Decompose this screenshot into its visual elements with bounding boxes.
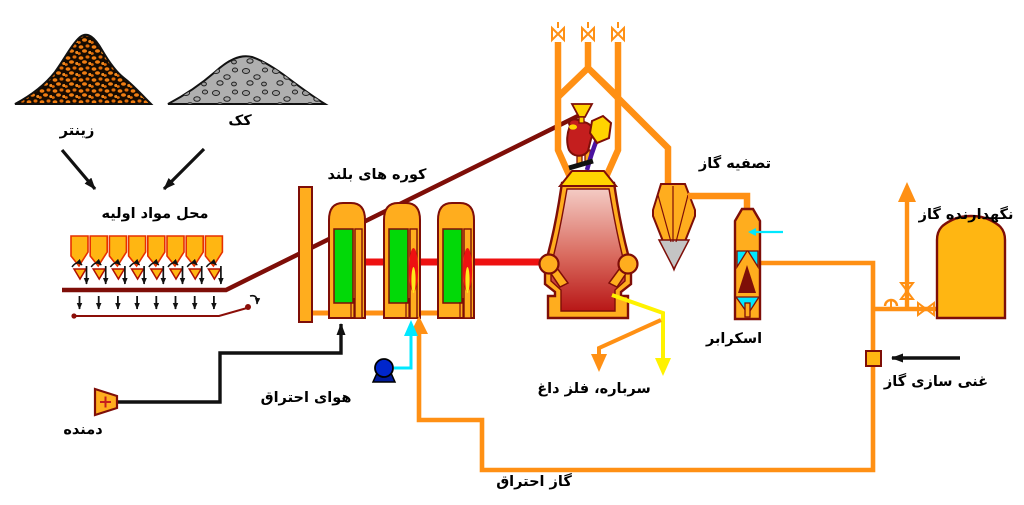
coke-pile: [167, 55, 329, 105]
charge-mound: [557, 170, 619, 187]
charge-funnel: [570, 103, 594, 118]
scrubber-vessel: [733, 207, 783, 321]
stove-stack: [298, 186, 313, 323]
blower-symbol: [93, 387, 119, 417]
gas-holder-section: [865, 182, 1007, 367]
pressure-gauge: [883, 298, 899, 308]
label-blower: دمنده: [63, 422, 103, 438]
hot-blast-stoves: [298, 186, 475, 323]
combustion-gas-loop: [410, 260, 876, 473]
gas-holder-vessel: [935, 214, 1007, 320]
water-spray-line: [748, 228, 783, 236]
combustion-air-line: [117, 323, 346, 404]
sinter-pile: [14, 33, 154, 105]
stove-flame: [408, 248, 473, 293]
label-raw-materials: محل مواد اولیه: [101, 206, 209, 222]
mixing-junction: [865, 350, 882, 367]
label-combustion-air: هوای احتراق: [260, 390, 352, 406]
skip-incline-line: [62, 111, 583, 319]
label-combustion-gas: گاز احتراق: [496, 474, 572, 490]
label-gas-holder: نگهدارنده گاز: [918, 207, 1014, 223]
raw-material-hoppers: [71, 236, 222, 309]
label-gas-purification: تصفیه گاز: [698, 156, 772, 172]
blast-furnace: [538, 170, 639, 320]
water-line: [394, 320, 418, 370]
flare-arrow: [898, 182, 916, 202]
label-gas-enrichment: غنی سازی گاز: [883, 374, 989, 390]
label-scrubber: اسکرابر: [705, 331, 763, 347]
flare-valve: [899, 282, 915, 300]
water-pump: [371, 358, 397, 383]
label-slag-hot-metal: سرباره، فلز داغ: [537, 381, 651, 397]
slag-hot-metal-lines: [591, 293, 671, 376]
tuyere-left: [538, 253, 570, 288]
pile-arrows: [60, 147, 206, 191]
line-valve: [917, 301, 935, 317]
bleeder-valves: [551, 21, 625, 41]
label-sinter: زینتر: [59, 123, 95, 139]
label-blast-furnaces: کوره های بلند: [327, 167, 427, 183]
label-coke: کک: [228, 113, 252, 129]
dust-catcher: [652, 183, 751, 272]
charging-gear: [566, 103, 613, 171]
furnace-uptakes: [554, 42, 672, 183]
tuyere-right: [607, 253, 639, 288]
